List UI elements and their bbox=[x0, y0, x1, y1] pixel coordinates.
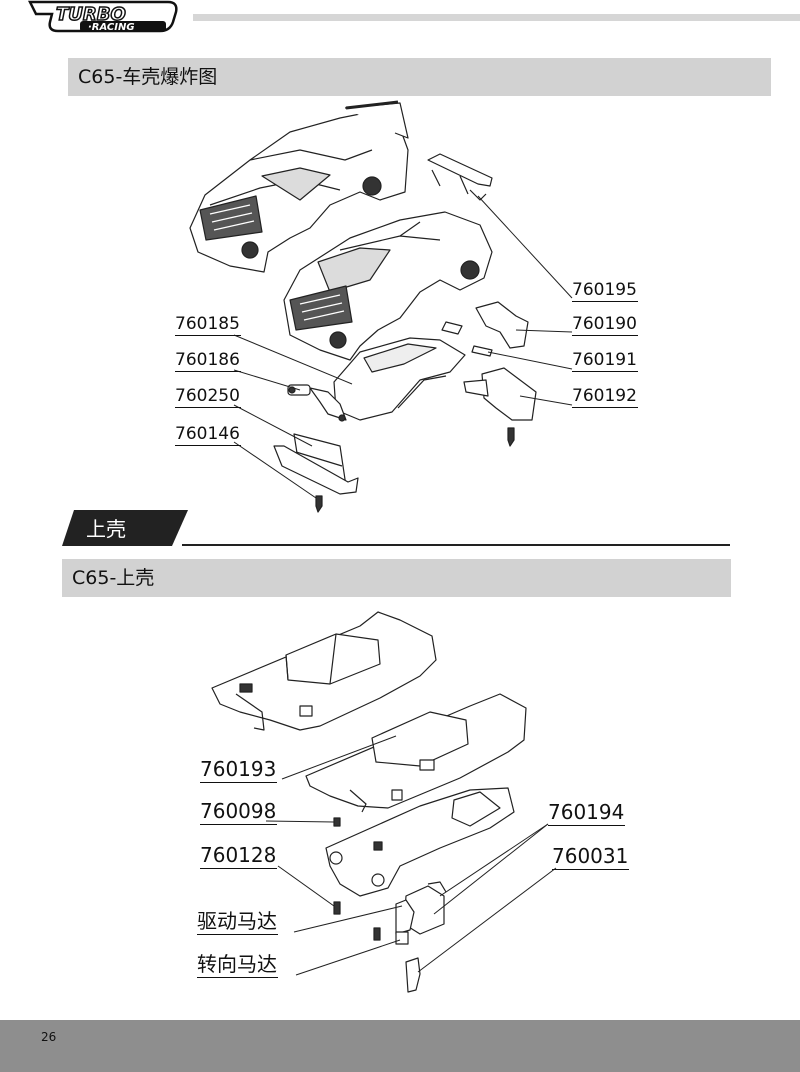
tag-shape bbox=[62, 510, 188, 546]
turbo-racing-logo: TURBO ·RACING bbox=[28, 0, 178, 33]
body-mount-drawing bbox=[287, 384, 347, 422]
car-body-shell-drawing bbox=[283, 211, 493, 361]
part-label-760190: 760190 bbox=[572, 314, 638, 336]
part-label-760192: 760192 bbox=[572, 386, 638, 408]
screw-3-drawing bbox=[333, 817, 341, 827]
part-label-760031: 760031 bbox=[552, 844, 630, 870]
part-label-760146: 760146 bbox=[175, 424, 241, 446]
part-label-760098: 760098 bbox=[200, 799, 278, 825]
screw-2-drawing bbox=[315, 495, 323, 513]
part-label-760185: 760185 bbox=[175, 314, 241, 336]
motor-drawing bbox=[395, 881, 447, 993]
part-label-760186: 760186 bbox=[175, 350, 241, 372]
leader-lines-section2 bbox=[265, 735, 557, 976]
svg-text:TURBO: TURBO bbox=[56, 4, 126, 25]
svg-text:·RACING: ·RACING bbox=[88, 22, 135, 33]
screw-4-drawing bbox=[333, 901, 341, 915]
window-insert-drawing bbox=[333, 337, 466, 421]
section-title-body-exploded: C65-车壳爆炸图 bbox=[68, 58, 771, 96]
screw-1-drawing bbox=[507, 427, 515, 447]
part-label-760195: 760195 bbox=[572, 280, 638, 302]
header-rule bbox=[193, 14, 800, 21]
section-title-upper-shell: C65-上壳 bbox=[62, 559, 731, 597]
part-label-760191: 760191 bbox=[572, 350, 638, 372]
front-bumper-drawing bbox=[273, 433, 359, 495]
rear-spoiler-drawing bbox=[427, 153, 493, 201]
page-footer: 26 bbox=[0, 1020, 800, 1072]
side-parts-drawing bbox=[441, 301, 537, 421]
exploded-diagram bbox=[189, 100, 573, 993]
circuit-board-assembled-drawing bbox=[211, 611, 437, 731]
part-label-steering-motor: 转向马达 bbox=[197, 952, 278, 978]
section-tag-label: 上壳 bbox=[86, 517, 126, 541]
part-label-760250: 760250 bbox=[175, 386, 241, 408]
circuit-board-drawing bbox=[305, 693, 527, 813]
part-label-760128: 760128 bbox=[200, 843, 278, 869]
leader-lines-section1 bbox=[233, 195, 573, 499]
section-tag: 上壳 bbox=[62, 510, 730, 548]
screw-5-drawing bbox=[373, 927, 381, 941]
part-label-760193: 760193 bbox=[200, 757, 278, 783]
part-label-760194: 760194 bbox=[548, 800, 626, 826]
part-label-drive-motor: 驱动马达 bbox=[197, 909, 278, 935]
car-body-assembled-drawing bbox=[189, 100, 409, 273]
section-tag-rule bbox=[182, 544, 730, 546]
page-number: 26 bbox=[41, 1030, 57, 1044]
chassis-frame-drawing bbox=[325, 787, 515, 897]
